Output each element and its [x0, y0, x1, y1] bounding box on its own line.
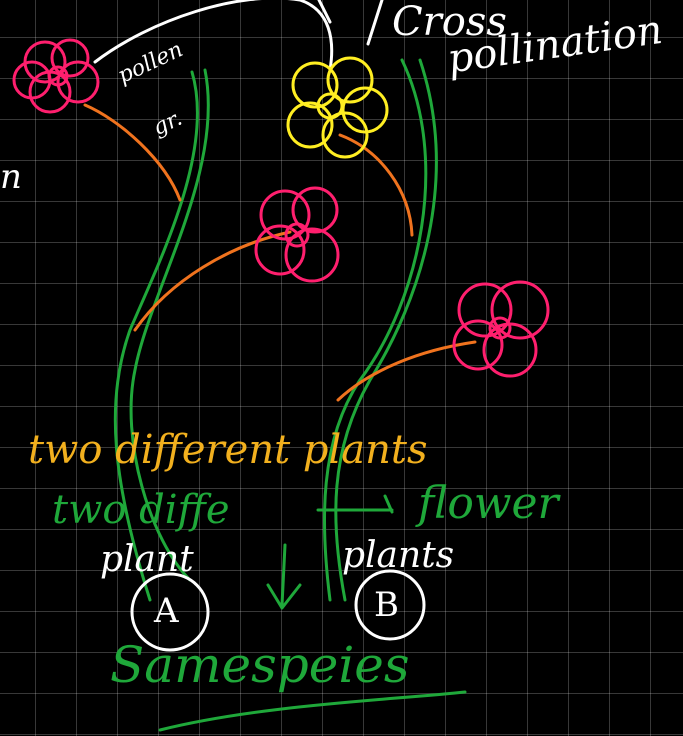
circle-a — [130, 572, 210, 652]
plant-a-stem-left — [113, 70, 199, 602]
branch-low-right — [336, 340, 477, 402]
label-plants: plants — [342, 535, 455, 576]
label-fragment-left: n — [0, 157, 22, 197]
label-two-different-plants: two different plants — [28, 427, 428, 473]
label-plant: plant — [100, 539, 194, 580]
label-two-diffe: two diffe — [52, 487, 230, 533]
relation-arrow — [316, 494, 394, 514]
branch-top-right — [338, 133, 414, 237]
down-arrow — [266, 543, 302, 610]
flower-right — [452, 280, 550, 378]
plant-b-stem-left — [322, 58, 428, 602]
circle-b — [354, 569, 426, 641]
flower-top-middle — [286, 56, 389, 159]
plant-a-stem-right — [129, 68, 210, 582]
arrow-head-small — [317, 0, 332, 24]
pollen-transfer-arrow — [93, 0, 334, 72]
label-circle-a: A — [154, 591, 179, 631]
flower-top-left — [12, 38, 100, 114]
branch-mid-left — [133, 230, 292, 332]
slash-mark — [366, 0, 384, 46]
branch-top-left — [83, 103, 182, 202]
flower-middle — [254, 186, 340, 283]
label-same-species: Samespeies — [110, 636, 410, 694]
label-flower: flower — [418, 478, 559, 529]
label-circle-b: B — [374, 585, 399, 625]
label-cross: Cross — [392, 0, 507, 45]
underline — [158, 690, 467, 732]
